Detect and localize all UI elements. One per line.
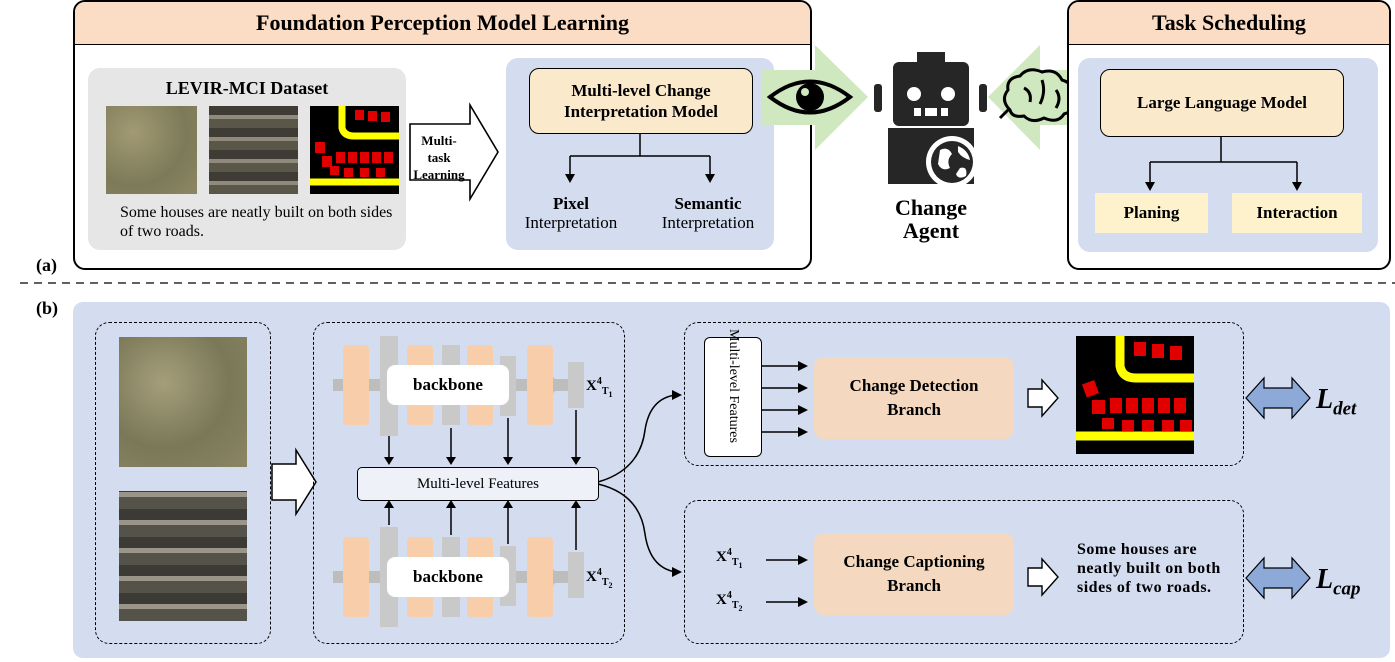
dataset-title: LEVIR-MCI Dataset bbox=[165, 78, 329, 98]
captioning-branch-box: Change Captioning Branch bbox=[814, 533, 1014, 615]
caption-output: Some houses are neatly built on both sid… bbox=[1077, 541, 1221, 596]
captioning-frame bbox=[684, 500, 1244, 644]
input-image-t2 bbox=[119, 491, 247, 621]
dataset-image-t1 bbox=[106, 106, 197, 194]
caption-x-t1: X4T1 bbox=[716, 547, 743, 570]
backbone-top: backbone bbox=[387, 365, 509, 405]
loss-det-sub: det bbox=[1333, 398, 1357, 420]
dataset-image-t2 bbox=[209, 106, 298, 194]
robot-icon bbox=[874, 52, 987, 184]
globe-icon bbox=[926, 136, 978, 188]
part-a-label: (a) bbox=[36, 255, 57, 275]
loss-cap-symbol: L bbox=[1316, 564, 1334, 595]
semantic-label: Interpretation bbox=[661, 213, 755, 232]
encoder-frame bbox=[313, 322, 625, 644]
agent-label: Change Agent bbox=[894, 195, 968, 243]
pixel-label-bold: Pixel bbox=[553, 194, 589, 213]
detection-branch-box: Change Detection Branch bbox=[814, 357, 1014, 439]
caption-x-t2: X4T2 bbox=[716, 590, 743, 613]
multitask-label: Multi-task Learning bbox=[413, 133, 465, 182]
feature-x-t2: X4T2 bbox=[586, 567, 613, 590]
detection-frame bbox=[684, 322, 1244, 466]
pixel-label: Interpretation bbox=[524, 213, 618, 232]
interaction-box: Interaction bbox=[1232, 193, 1362, 233]
llm-box: Large Language Model bbox=[1100, 69, 1344, 137]
interaction-label: Interaction bbox=[1256, 203, 1338, 222]
loss-cap: Lcap bbox=[1316, 564, 1361, 601]
semantic-label-bold: Semantic bbox=[674, 194, 742, 213]
loss-det-symbol: L bbox=[1316, 384, 1334, 415]
loss-cap-sub: cap bbox=[1333, 578, 1361, 600]
feature-x-t1: X4T1 bbox=[586, 376, 613, 399]
mask-svg bbox=[310, 106, 399, 186]
model-box: Multi-level Change Interpretation Model bbox=[529, 68, 753, 134]
features-box: Multi-level Features bbox=[357, 467, 599, 501]
backbone-bottom-label: backbone bbox=[413, 567, 483, 586]
part-b-label: (b) bbox=[36, 298, 58, 318]
input-images-frame bbox=[95, 322, 271, 644]
planing-label: Planing bbox=[1123, 203, 1180, 222]
foundation-panel-title: Foundation Perception Model Learning bbox=[75, 2, 810, 45]
loss-det: Ldet bbox=[1316, 384, 1356, 421]
multilevel-vertical-label: Multi-level Features bbox=[726, 329, 741, 443]
backbone-top-label: backbone bbox=[413, 375, 483, 394]
multilevel-vertical-box: Multi-level Features bbox=[704, 329, 762, 457]
dataset-caption: Some houses are neatly built on both sid… bbox=[120, 204, 393, 240]
backbone-bottom: backbone bbox=[387, 557, 509, 597]
detection-output-mask bbox=[1076, 336, 1194, 454]
output-mask-svg bbox=[1076, 336, 1194, 441]
brain-icon bbox=[998, 68, 1076, 123]
dataset-change-mask bbox=[310, 106, 399, 194]
input-image-t1 bbox=[119, 337, 247, 467]
planing-box: Planing bbox=[1095, 193, 1208, 233]
features-box-label: Multi-level Features bbox=[416, 475, 540, 492]
task-panel-title: Task Scheduling bbox=[1069, 2, 1389, 45]
